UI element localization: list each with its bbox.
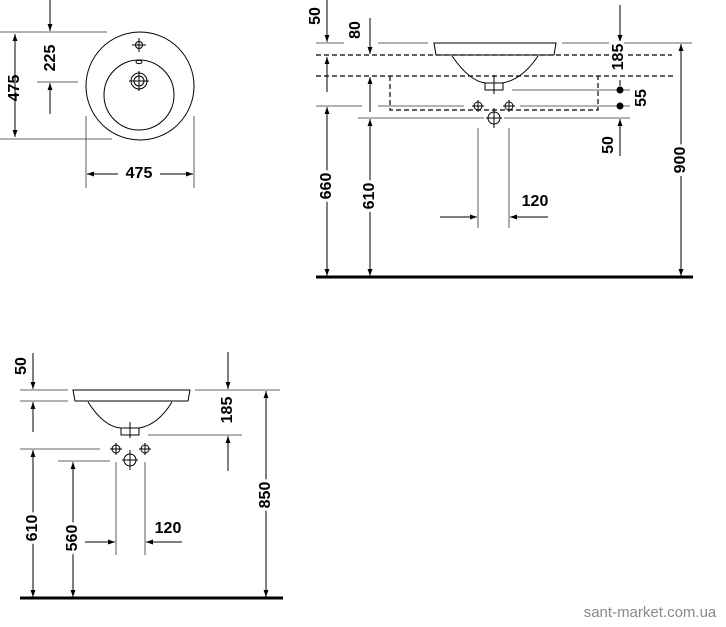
overflow-icon (135, 59, 143, 65)
watermark: sant-market.com.ua (584, 604, 717, 621)
waste-height-label: 610 (361, 183, 378, 210)
fitting-height-label: 660 (318, 173, 335, 200)
water-inlet-icon (139, 443, 151, 455)
waste-outlet-icon (122, 450, 138, 470)
fitting-spacing-label: 55 (633, 89, 650, 107)
overflow-offset-label: 80 (347, 21, 364, 39)
basin-bowl (451, 55, 539, 84)
water-inlet-icon (472, 100, 484, 112)
plan-width-label: 475 (126, 165, 153, 182)
plan-tap-offset-label: 225 (42, 45, 59, 72)
drain-icon (129, 71, 149, 91)
bowl-depth-label: 185 (610, 44, 627, 71)
bowl-depth-label: 185 (219, 397, 236, 424)
fitting-width-label: 120 (155, 520, 182, 537)
rim-thickness-label: 50 (13, 357, 30, 375)
side-view-wall-hung: 120 50 80 660 610 185 55 50 900 (307, 0, 693, 279)
water-inlet-icon (503, 100, 515, 112)
rim-height-label: 850 (257, 482, 274, 509)
rim-height-label: 900 (672, 147, 689, 174)
plan-view: 475 225 475 (0, 0, 195, 188)
waste-offset-label: 50 (600, 136, 617, 154)
waste-height-label: 560 (64, 525, 81, 552)
fitting-height-label: 610 (24, 515, 41, 542)
bowl-outline (103, 59, 175, 131)
basin-rim (433, 42, 557, 56)
fitting-width-label: 120 (522, 193, 549, 210)
waste-outlet-icon (486, 108, 502, 128)
dimension-dot (616, 86, 624, 94)
tap-hole-icon (132, 38, 146, 52)
dimension-dot (616, 102, 624, 110)
side-view-pedestal: 120 50 610 560 185 850 (13, 352, 283, 600)
water-inlet-icon (110, 443, 122, 455)
basin-rim (72, 389, 191, 402)
basin-outline (85, 31, 195, 141)
rim-thickness-label: 50 (307, 7, 324, 25)
plan-depth-label: 475 (6, 75, 23, 102)
